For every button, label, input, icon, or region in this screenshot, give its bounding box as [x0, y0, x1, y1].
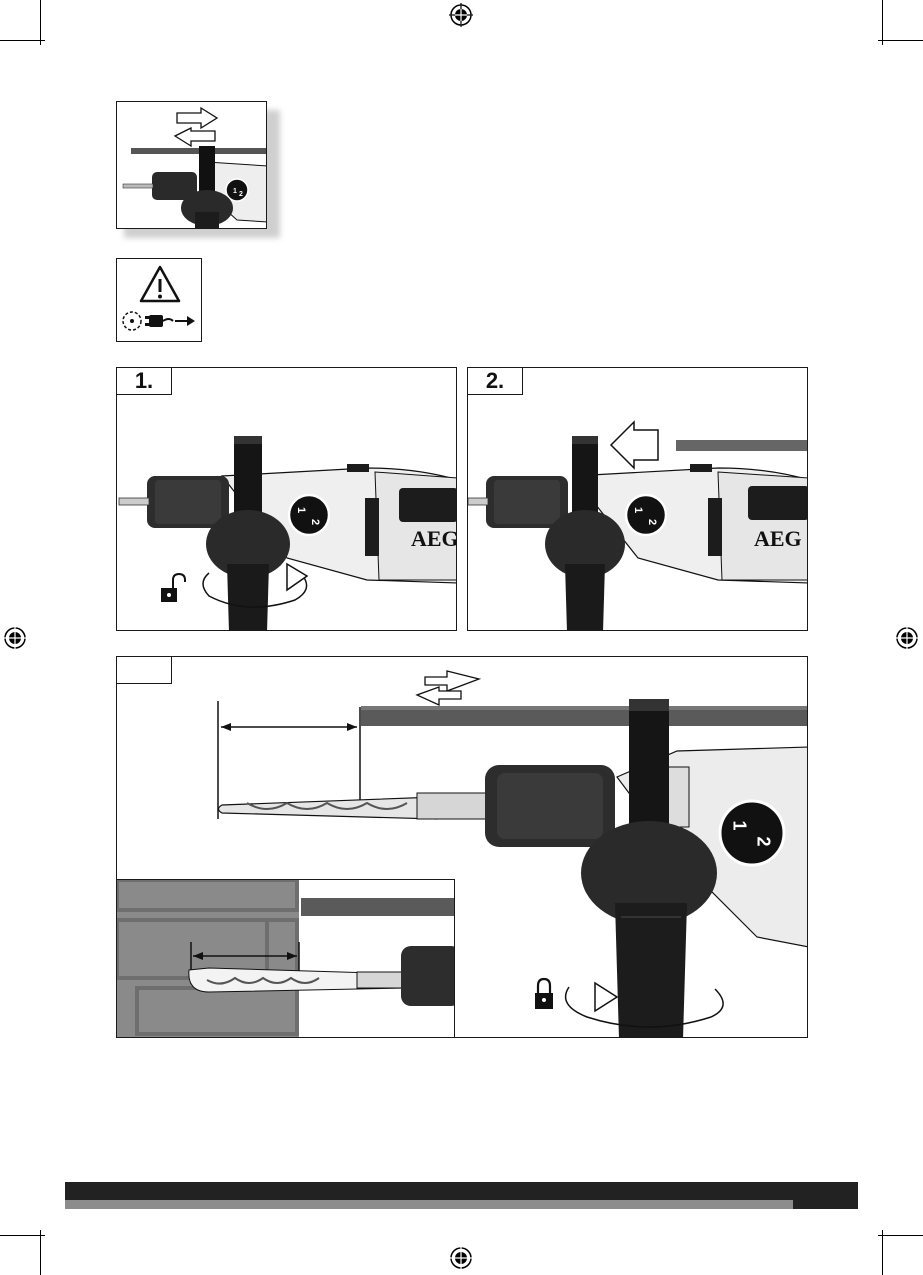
dial-two: 2 [239, 191, 243, 198]
registration-mark-icon [3, 626, 27, 650]
footer-bar-dark [65, 1182, 858, 1200]
step-1-label: 1. [116, 367, 172, 395]
crop-mark [878, 40, 923, 41]
crop-mark [40, 0, 41, 45]
footer-bar-end [793, 1200, 858, 1209]
crop-mark [882, 0, 883, 45]
step-2-label: 2. [467, 367, 523, 395]
unplug-icon [123, 312, 195, 330]
step-2-panel: 1 2 AEG 2. [467, 367, 808, 631]
footer-bar-light [65, 1200, 793, 1209]
dial-one: 1 [729, 820, 750, 830]
dial-two: 2 [646, 519, 658, 525]
dial-two: 2 [753, 836, 774, 846]
crop-mark [882, 1230, 883, 1275]
step-1-panel: 1 2 AEG 1. [116, 367, 457, 631]
registration-mark-icon [449, 3, 473, 27]
step-3-panel: 1 2 [116, 656, 808, 1038]
dial-two: 2 [309, 519, 321, 525]
brand-label: AEG [754, 526, 802, 552]
dial-labels: 1 2 [720, 801, 784, 865]
warning-unplug-box [116, 258, 202, 342]
dial-one: 1 [632, 507, 644, 513]
lock-closed-icon [535, 979, 553, 1009]
dial-labels: 1 2 [626, 496, 666, 536]
dial-one: 1 [233, 188, 237, 195]
brand-label: AEG [411, 526, 457, 552]
lock-open-icon [161, 574, 185, 602]
depth-stop-thumbnail: 1 2 [116, 101, 267, 229]
crop-mark [0, 1235, 45, 1236]
crop-mark [40, 1230, 41, 1275]
dial-one: 1 [295, 507, 307, 513]
crop-mark [878, 1235, 923, 1236]
crop-mark [0, 40, 45, 41]
registration-mark-icon [449, 1246, 473, 1270]
warning-icon [141, 267, 179, 301]
dial-labels: 1 2 [289, 496, 329, 536]
registration-mark-icon [895, 626, 919, 650]
step-3-label [116, 656, 172, 684]
wall-inset [117, 879, 455, 1038]
